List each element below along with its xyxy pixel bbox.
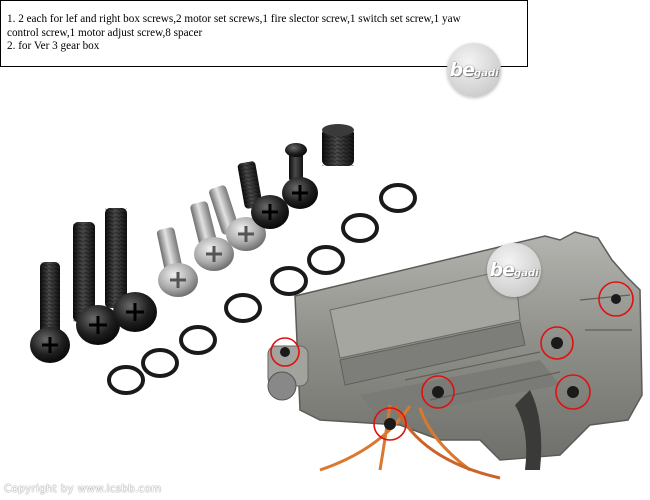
motor-set-screw xyxy=(237,160,289,229)
gearbox xyxy=(267,231,643,480)
highlight-circle xyxy=(421,375,455,409)
silver-screw xyxy=(190,201,234,271)
spacer-ring xyxy=(307,245,345,275)
highlight-circle xyxy=(373,407,407,441)
brand-watermark-text: begadi xyxy=(449,59,499,81)
box-screw-long xyxy=(73,222,120,345)
silver-screw xyxy=(209,185,266,251)
highlight-circle xyxy=(270,337,300,367)
caption-line: 1. 2 each for lef and right box screws,2… xyxy=(7,13,461,25)
spacer-ring xyxy=(141,348,179,378)
ribs xyxy=(404,294,632,401)
box-screw-long xyxy=(30,262,70,363)
highlight-circle xyxy=(598,281,634,317)
motor-adjust-screw xyxy=(322,124,354,166)
brand-watermark: begadi xyxy=(447,43,501,97)
parts-caption: 1. 2 each for lef and right box screws,2… xyxy=(0,0,528,67)
spacer-ring xyxy=(224,293,262,323)
brand-watermark-text: begadi xyxy=(489,259,539,281)
caption-line: 2. for Ver 3 gear box xyxy=(7,40,100,53)
spacer-ring xyxy=(379,183,417,213)
highlight-circles xyxy=(270,281,634,441)
spacer-rings xyxy=(107,183,417,395)
gearbox-screws xyxy=(280,294,621,430)
silver-screw xyxy=(156,227,198,297)
copyright-text: Copyright by www.icsbb.com xyxy=(4,483,162,495)
caption-line: control screw,1 motor adjust screw,8 spa… xyxy=(7,26,203,39)
spacer-ring xyxy=(341,213,379,243)
spacer-ring xyxy=(179,325,217,355)
motor-set-screw xyxy=(282,143,318,209)
brand-watermark: begadi xyxy=(487,243,541,297)
highlight-circle xyxy=(555,374,591,410)
box-screw-long xyxy=(105,208,157,332)
highlight-circle xyxy=(540,326,574,360)
spacer-ring xyxy=(270,266,308,296)
spacer-ring xyxy=(107,365,145,395)
